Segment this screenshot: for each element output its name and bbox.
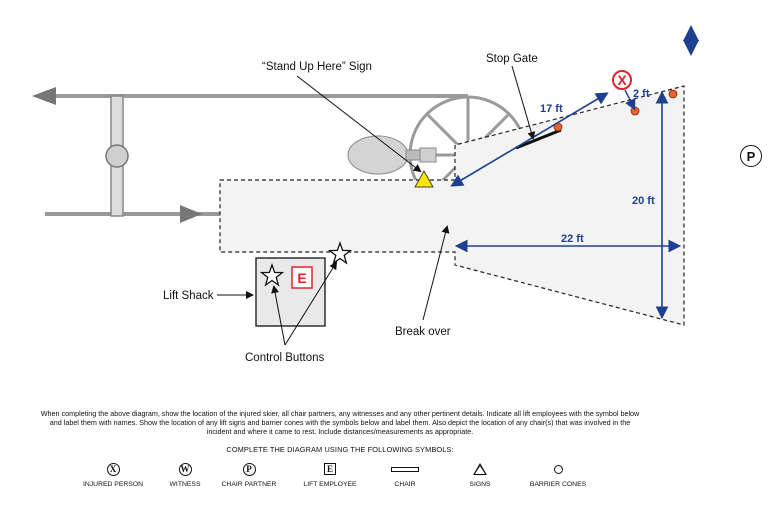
lift-employee-icon: E <box>324 463 336 475</box>
chair-partner-marker: P <box>740 145 762 167</box>
measure-2ft-arrow <box>624 89 636 111</box>
barrier-cone-icon <box>553 464 563 474</box>
legend-chair-partner: P CHAIR PARTNER <box>204 460 294 488</box>
legend-injured-person: X INJURED PERSON <box>68 460 158 488</box>
callout-control-button-1 <box>271 285 286 346</box>
label-break-over: Break over <box>395 326 451 338</box>
instructions-text: When completing the above diagram, show … <box>40 409 640 437</box>
witness-icon: W <box>178 462 192 476</box>
measure-22ft-label: 22 ft <box>561 233 584 245</box>
legend-label: LIFT EMPLOYEE <box>303 481 357 488</box>
control-button-star-icon <box>259 263 285 287</box>
drive-housing <box>347 135 437 175</box>
injured-person-letter: X <box>617 72 627 88</box>
injured-person-marker <box>612 70 632 90</box>
legend-label: CHAIR PARTNER <box>221 481 277 488</box>
chair-icon <box>391 466 419 472</box>
barrier-cone <box>630 106 640 116</box>
measure-17ft-label: 17 ft <box>540 103 563 115</box>
lift-employee-marker <box>291 266 313 289</box>
callout-stop-gate <box>511 65 536 140</box>
injured-person-icon: X <box>106 462 120 476</box>
label-stop-gate: Stop Gate <box>486 53 538 65</box>
callout-control-button-2 <box>284 261 338 346</box>
label-lift-shack: Lift Shack <box>163 290 214 302</box>
label-stand-up-sign: “Stand Up Here” Sign <box>262 61 372 73</box>
callout-stand-up-sign <box>296 75 422 173</box>
measure-2ft-label: 2 ft <box>633 88 650 100</box>
legend-signs: SIGNS <box>435 460 525 488</box>
chair-partner-letter: P <box>746 148 756 164</box>
sign-triangle-icon <box>473 463 487 475</box>
lift-shack <box>255 257 326 327</box>
callout-break-over <box>422 225 450 321</box>
sign-icon <box>414 169 434 188</box>
legend-label: INJURED PERSON <box>82 481 144 488</box>
legend-witness: W WITNESS <box>140 460 230 488</box>
legend-lift-employee: E LIFT EMPLOYEE <box>285 460 375 488</box>
barrier-cone <box>668 89 678 99</box>
legend-barrier-cones: BARRIER CONES <box>513 460 603 488</box>
haul-cable-upper <box>32 87 468 105</box>
chair-partner-icon: P <box>242 462 256 476</box>
legend-label: SIGNS <box>469 481 491 488</box>
measure-20ft-label: 20 ft <box>632 195 655 207</box>
legend-label: CHAIR <box>394 481 416 488</box>
legend-label: BARRIER CONES <box>529 481 587 488</box>
label-control-buttons: Control Buttons <box>245 352 325 364</box>
control-button-star-icon <box>327 241 353 265</box>
lift-tower <box>105 95 129 217</box>
legend-heading: COMPLETE THE DIAGRAM USING THE FOLLOWING… <box>226 445 454 454</box>
legend-chair: CHAIR <box>360 460 450 488</box>
legend-label: WITNESS <box>169 481 201 488</box>
lift-employee-letter: E <box>297 270 306 286</box>
